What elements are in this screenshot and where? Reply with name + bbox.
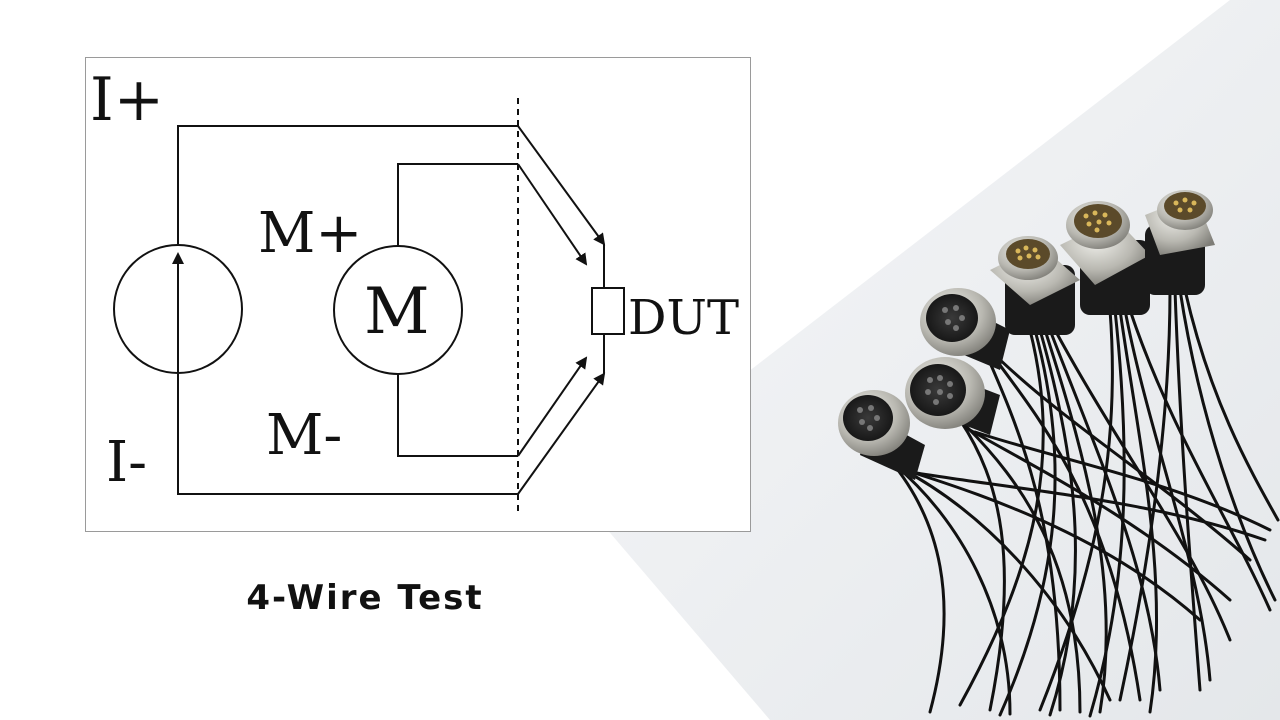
label-meter: M bbox=[364, 275, 430, 349]
label-dut: DUT bbox=[628, 290, 739, 346]
dut-resistor bbox=[591, 244, 625, 374]
label-m-plus: M+ bbox=[258, 201, 362, 266]
current-source-symbol bbox=[113, 244, 243, 374]
label-m-minus: M- bbox=[266, 403, 342, 468]
meter-symbol bbox=[333, 245, 463, 375]
four-wire-circuit-diagram: I+ I- M+ M- M DUT bbox=[85, 57, 751, 532]
connector-square-3 bbox=[1145, 190, 1215, 295]
connector-round-1 bbox=[920, 288, 1010, 370]
caption-title: 4-Wire Test bbox=[246, 578, 484, 618]
current-loop-wire bbox=[177, 125, 518, 495]
connector-square-1 bbox=[990, 236, 1080, 335]
connector-round-2 bbox=[905, 357, 1000, 435]
cable-bundle bbox=[888, 288, 1280, 718]
connector-square-2 bbox=[1060, 201, 1150, 315]
connector-round-3 bbox=[838, 390, 925, 480]
label-i-plus: I+ bbox=[90, 65, 164, 135]
probe-arrows bbox=[517, 125, 606, 495]
label-i-minus: I- bbox=[106, 430, 147, 495]
sense-loop-wire bbox=[397, 163, 518, 457]
